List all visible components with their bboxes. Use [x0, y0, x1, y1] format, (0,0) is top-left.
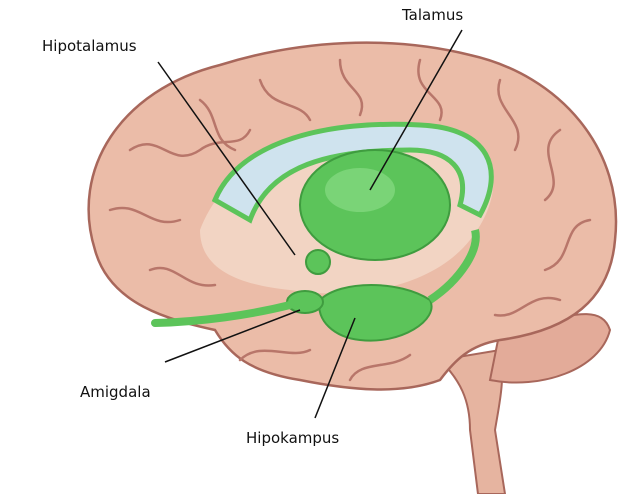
label-hipokampus: Hipokampus	[246, 429, 340, 447]
olfactory-tract	[151, 301, 294, 327]
label-hipotalamus: Hipotalamus	[42, 37, 137, 55]
ventricle	[211, 121, 494, 224]
hipokampus-pointer	[314, 317, 356, 419]
hippocampus	[318, 284, 433, 342]
label-amigdala: Amigdala	[80, 383, 151, 401]
talamus-pointer	[369, 29, 463, 191]
hypothalamus	[305, 249, 331, 275]
amigdala-pointer	[164, 309, 301, 363]
gyri-folds	[108, 58, 592, 382]
pointer-lines	[157, 29, 463, 419]
hipotalamus-pointer	[157, 61, 296, 256]
label-talamus: Talamus	[402, 6, 464, 24]
